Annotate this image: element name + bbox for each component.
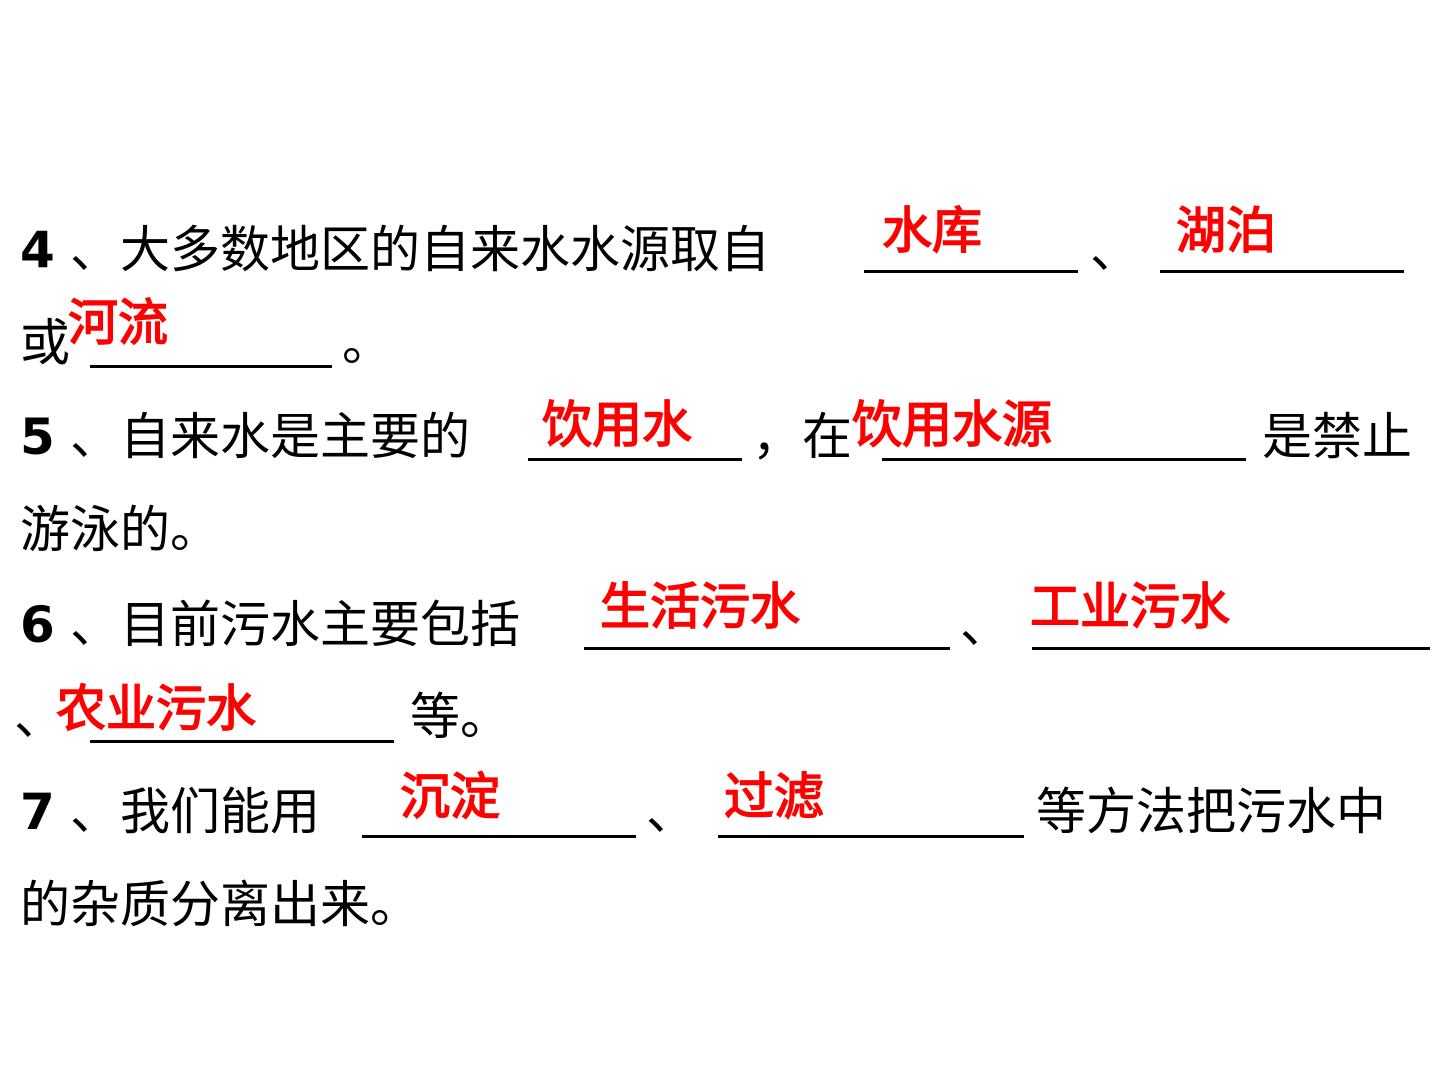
answer-blank [1032,647,1430,650]
separator: 、 [1090,221,1140,279]
answer-blank [528,458,742,461]
question-text: 、自来水是主要的 [70,408,470,466]
question-text: 、目前污水主要包括 [70,596,520,654]
separator: 、 [960,596,1010,654]
answer-text: 湖泊 [1176,202,1276,260]
separator: 、 [646,783,696,841]
answer-blank [90,365,332,368]
answer-blank [864,270,1078,273]
question-number: 4 [20,221,55,279]
answer-text: 饮用水源 [852,396,1052,454]
answer-blank [584,647,950,650]
separator: 、 [14,688,64,746]
question-text: 、我们能用 [70,783,320,841]
question-text: 等方法把污水中 [1036,783,1386,841]
answer-blank [1160,270,1404,273]
answer-text: 沉淀 [400,768,500,826]
answer-blank [90,740,394,743]
answer-blank [882,458,1246,461]
answer-text: 工业污水 [1030,578,1230,636]
answer-text: 饮用水 [542,396,692,454]
question-text: 游泳的。 [20,501,220,559]
question-text: 是禁止 [1262,408,1412,466]
answer-blank [718,835,1024,838]
question-text: 、大多数地区的自来水水源取自 [70,221,770,279]
question-text: ，在 [752,408,852,466]
answer-text: 生活污水 [600,578,800,636]
answer-text: 过滤 [724,768,824,826]
question-text: 等。 [410,688,510,746]
question-number: 7 [20,783,55,841]
question-text: 的杂质分离出来。 [20,876,420,934]
question-text: 。 [342,314,392,372]
answer-text: 水库 [882,202,982,260]
question-number: 5 [20,408,55,466]
answer-text: 河流 [68,294,168,352]
question-number: 6 [20,596,55,654]
question-text: 或 [20,314,70,372]
answer-text: 农业污水 [56,680,256,738]
answer-blank [362,835,636,838]
